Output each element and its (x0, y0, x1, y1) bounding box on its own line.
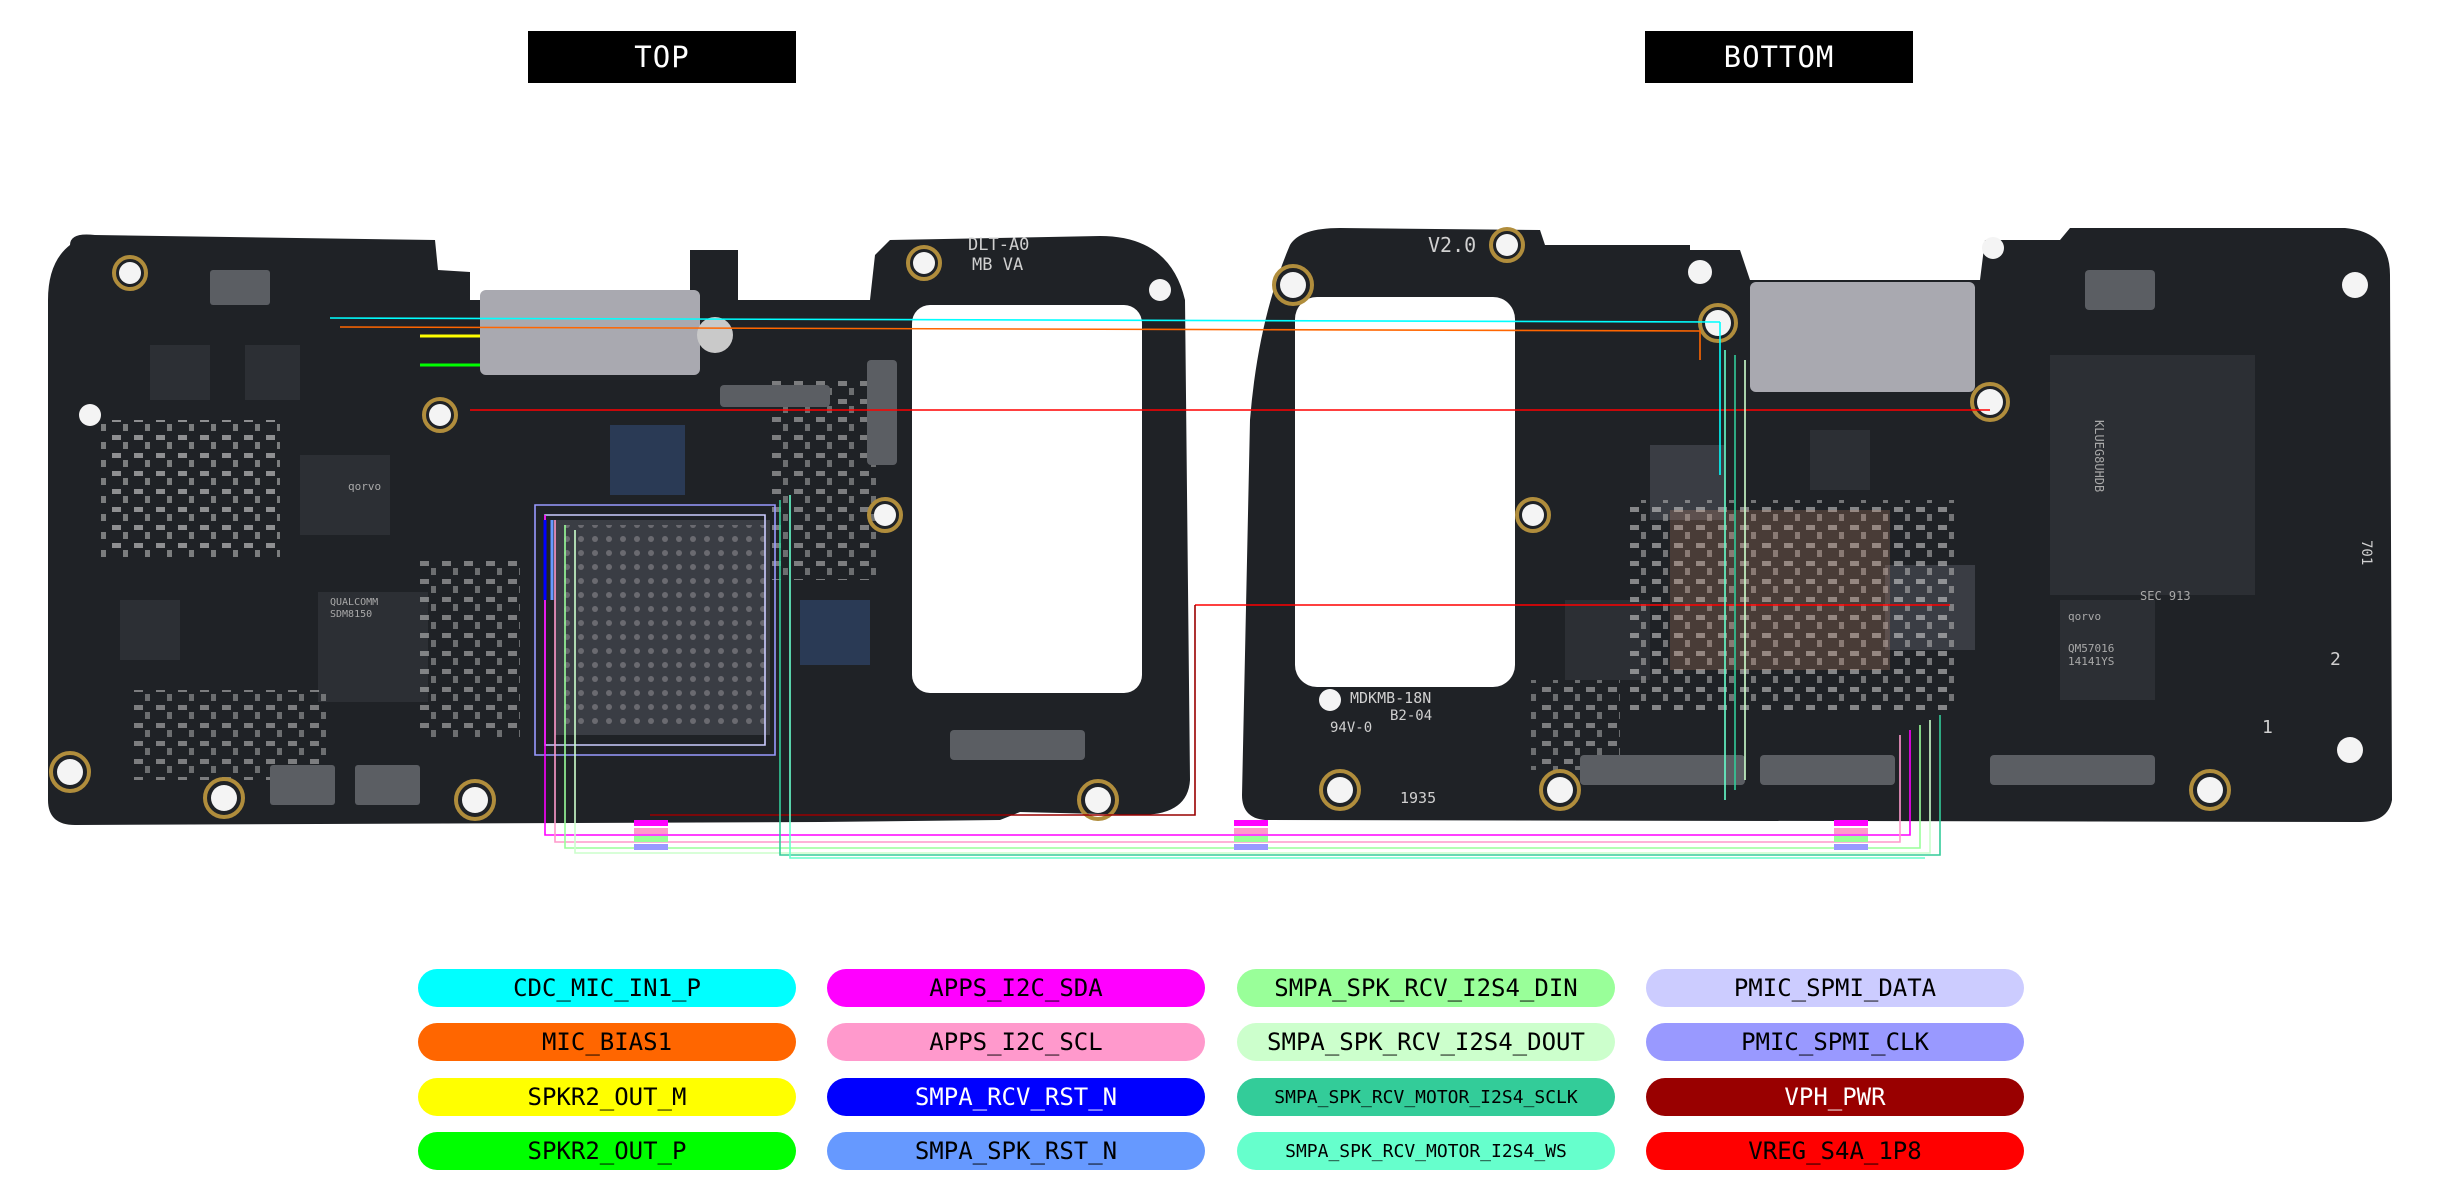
legend-i2s4-dout: SMPA_SPK_RCV_I2S4_DOUT (1237, 1023, 1615, 1061)
legend-cdc-mic-in1-p: CDC_MIC_IN1_P (418, 969, 796, 1007)
top-fpc-connector (720, 385, 830, 407)
bottom-chip-part: QM57016 (2068, 642, 2114, 655)
legend-label: MIC_BIAS1 (541, 1028, 673, 1056)
top-board: DLT-A0 MB VA QUALCOMM SDM8150 qorvo (48, 234, 1190, 825)
legend-label: VREG_S4A_1P8 (1748, 1137, 1922, 1165)
trace-smpa-spk-rcv-i2s4-dout (574, 530, 1931, 854)
trace-apps-i2c-scl (554, 520, 1901, 843)
bottom-chip-lot: 14141YS (2068, 655, 2114, 668)
legend-i2s4-din: SMPA_SPK_RCV_I2S4_DIN (1237, 969, 1615, 1007)
bottom-board-code: MDKMB-18N (1350, 689, 1431, 707)
legend-label: SMPA_SPK_RCV_MOTOR_I2S4_SCLK (1274, 1086, 1578, 1108)
top-chip-part: SDM8150 (330, 609, 372, 620)
legend-smpa-rcv-rst-n: SMPA_RCV_RST_N (827, 1078, 1205, 1116)
bottom-memory-chip (2050, 355, 2255, 595)
legend-pmic-spmi-clk: PMIC_SPMI_CLK (1646, 1023, 2024, 1061)
legend-label: APPS_I2C_SCL (929, 1028, 1103, 1056)
legend-label: VPH_PWR (1784, 1083, 1886, 1111)
legend-apps-i2c-scl: APPS_I2C_SCL (827, 1023, 1205, 1061)
bottom-board: V2.0 MDKMB-18N B2-04 94V-0 1935 qorvo QM… (1242, 227, 2392, 822)
bottom-pin-1: 1 (2262, 717, 2273, 738)
legend-label: PMIC_SPMI_CLK (1741, 1028, 1929, 1056)
trace-smpa-motor-ws (789, 495, 1925, 859)
legend-pmic-spmi-data: PMIC_SPMI_DATA (1646, 969, 2024, 1007)
signal-traces (329, 317, 1990, 859)
trace-apps-i2c-sda (544, 515, 1911, 836)
trace-smpa-motor-sclk (779, 500, 1941, 856)
bottom-board-rating: 94V-0 (1330, 720, 1372, 736)
bottom-board-rev: B2-04 (1390, 708, 1432, 724)
top-chip-brand: qorvo (348, 480, 381, 493)
bottom-side-title: BOTTOM (1645, 31, 1913, 83)
legend-vreg-s4a-1p8: VREG_S4A_1P8 (1646, 1132, 2024, 1170)
legend-label: SPKR2_OUT_M (527, 1083, 687, 1111)
legend-apps-i2c-sda: APPS_I2C_SDA (827, 969, 1205, 1007)
trace-mic-bias1 (339, 326, 1701, 360)
trace-pmic-spmi-clk (534, 504, 776, 756)
legend-vph-pwr: VPH_PWR (1646, 1078, 2024, 1116)
bottom-edge-code: 701 (2358, 540, 2374, 565)
legend-motor-i2s4-ws: SMPA_SPK_RCV_MOTOR_I2S4_WS (1237, 1132, 1615, 1170)
bottom-board-version: V2.0 (1428, 233, 1476, 257)
legend-label: PMIC_SPMI_DATA (1733, 974, 1937, 1002)
top-board-code: DLT-A0 (968, 235, 1029, 255)
legend-label: SPKR2_OUT_P (527, 1137, 687, 1165)
bottom-shield-can (1750, 282, 1975, 392)
legend-label: APPS_I2C_SDA (929, 974, 1103, 1002)
legend-label: SMPA_RCV_RST_N (914, 1083, 1118, 1111)
top-qualcomm-chip (318, 592, 428, 702)
trace-cdc-mic-in1-p (329, 317, 1721, 323)
legend-label: CDC_MIC_IN1_P (513, 974, 701, 1002)
top-chip-label: QUALCOMM (330, 597, 378, 608)
legend-label: SMPA_SPK_RCV_I2S4_DIN (1274, 974, 1578, 1002)
top-shield-can (480, 290, 700, 375)
legend-mic-bias1: MIC_BIAS1 (418, 1023, 796, 1061)
bottom-memory-part: KLUEG8UHDB (2092, 420, 2106, 492)
bottom-board-cutout (1295, 297, 1515, 687)
bottom-memory-brand: SEC 913 (2140, 589, 2191, 603)
trace-vph-pwr (650, 605, 1196, 816)
legend-label: SMPA_SPK_RST_N (914, 1137, 1118, 1165)
bottom-chip-brand: qorvo (2068, 610, 2101, 623)
legend-spkr2-out-p: SPKR2_OUT_P (418, 1132, 796, 1170)
bottom-board-date: 1935 (1400, 789, 1436, 807)
top-board-cutout (912, 305, 1142, 693)
legend-smpa-spk-rst-n: SMPA_SPK_RST_N (827, 1132, 1205, 1170)
legend-label: SMPA_SPK_RCV_I2S4_DOUT (1267, 1028, 1585, 1056)
junction-markers (634, 820, 1868, 850)
legend-motor-i2s4-sclk: SMPA_SPK_RCV_MOTOR_I2S4_SCLK (1237, 1078, 1615, 1116)
top-board-version: MB VA (972, 255, 1023, 275)
legend-spkr2-out-m: SPKR2_OUT_M (418, 1078, 796, 1116)
top-side-title: TOP (528, 31, 796, 83)
bottom-pin-2: 2 (2330, 649, 2341, 670)
legend-label: SMPA_SPK_RCV_MOTOR_I2S4_WS (1285, 1140, 1567, 1162)
